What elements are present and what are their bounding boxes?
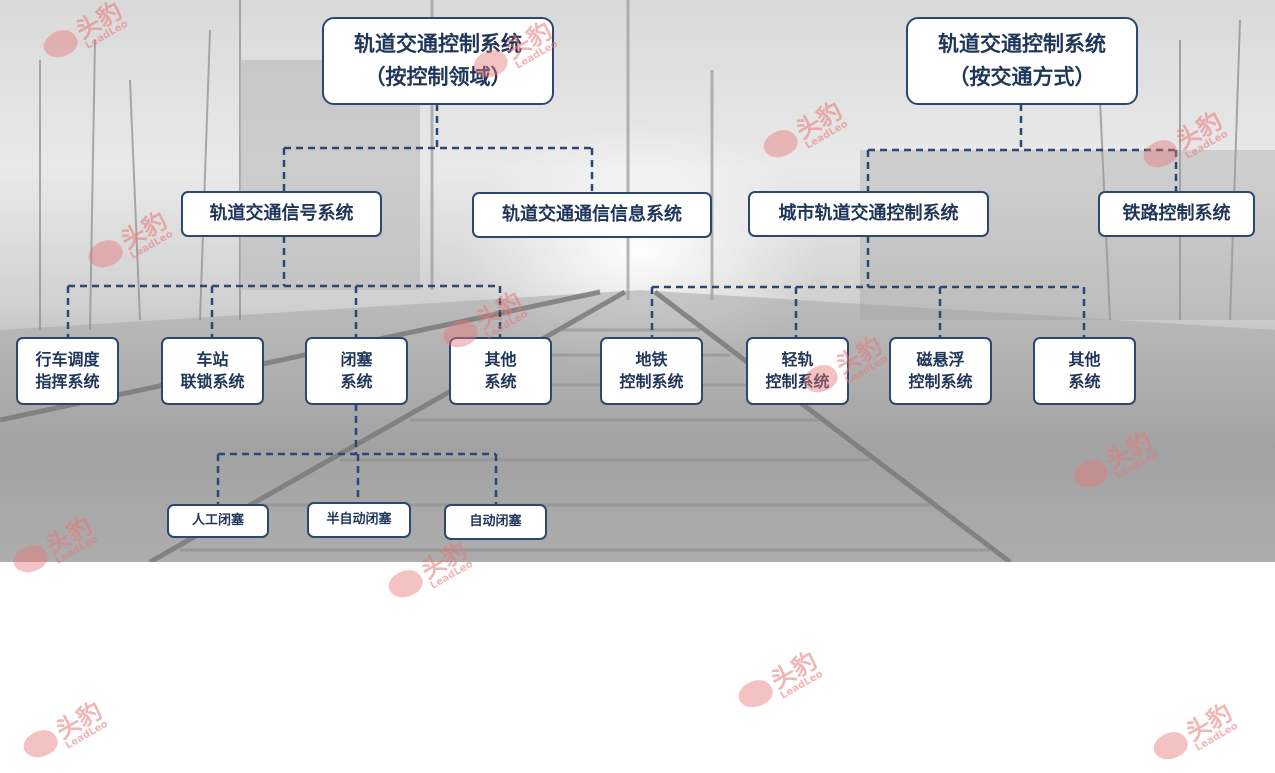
node-line-2: 联锁系统 [180, 372, 245, 391]
node-line-2: 系统 [1068, 372, 1101, 391]
node-line-1: 其他 [484, 350, 517, 370]
node-dispatch-command-system: 行车调度 指挥系统 [16, 337, 119, 405]
node-line-1: 其他 [1068, 350, 1101, 370]
node-communication-system: 轨道交通通信信息系统 [472, 192, 712, 238]
node-semi-auto-block: 半自动闭塞 [307, 502, 411, 538]
node-signal-other: 其他 系统 [449, 337, 552, 405]
node-line-1: 车站 [196, 350, 229, 370]
node-urban-other: 其他 系统 [1033, 337, 1136, 405]
node-line-1: 行车调度 [35, 350, 100, 370]
node-manual-block: 人工闭塞 [167, 504, 269, 538]
node-block-system: 闭塞 系统 [305, 337, 408, 405]
root-node-title: 轨道交通控制系统 [354, 32, 522, 57]
node-maglev-control: 磁悬浮 控制系统 [889, 337, 992, 405]
node-line-1: 闭塞 [340, 350, 373, 370]
root-node-by-control-domain: 轨道交通控制系统 （按控制领域） [322, 17, 554, 105]
node-railway-control: 铁路控制系统 [1098, 191, 1255, 237]
node-signal-system: 轨道交通信号系统 [181, 191, 382, 237]
node-line-1: 地铁 [635, 350, 668, 370]
node-line-2: 系统 [340, 372, 373, 391]
node-light-rail-control: 轻轨 控制系统 [746, 337, 849, 405]
root-node-by-transport-mode: 轨道交通控制系统 （按交通方式） [906, 17, 1138, 105]
node-line-2: 控制系统 [619, 372, 684, 391]
node-urban-rail-control: 城市轨道交通控制系统 [748, 191, 989, 237]
node-line-1: 磁悬浮 [916, 350, 965, 370]
node-line-2: 系统 [484, 372, 517, 391]
root-node-title: 轨道交通控制系统 [938, 32, 1106, 57]
node-line-2: 指挥系统 [35, 372, 100, 391]
root-node-subtitle: （按控制领域） [364, 65, 512, 89]
node-line-2: 控制系统 [765, 372, 830, 391]
root-node-subtitle: （按交通方式） [948, 65, 1096, 89]
node-metro-control: 地铁 控制系统 [600, 337, 703, 405]
node-station-interlocking: 车站 联锁系统 [161, 337, 264, 405]
node-line-1: 轻轨 [781, 350, 814, 370]
node-line-2: 控制系统 [908, 372, 973, 391]
node-auto-block: 自动闭塞 [444, 504, 547, 540]
